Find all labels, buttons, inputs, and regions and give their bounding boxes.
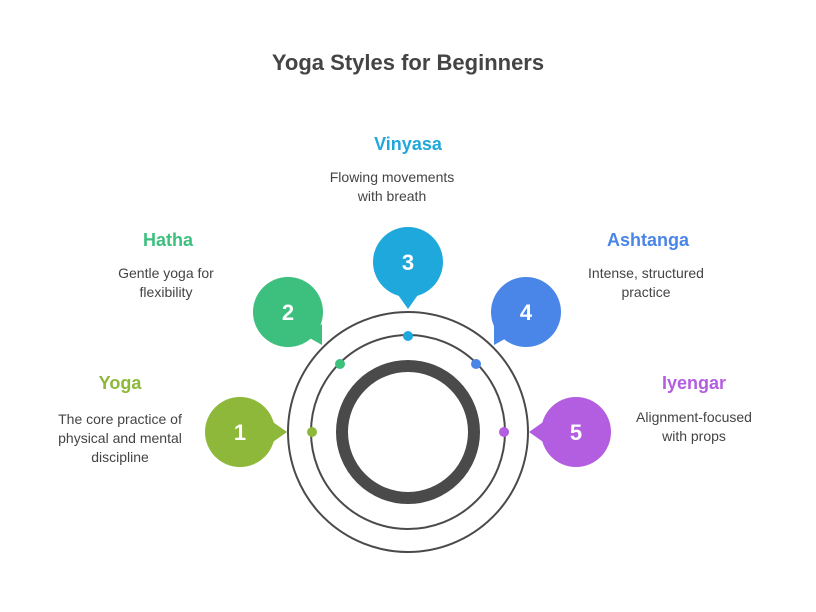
dot-5 bbox=[499, 427, 509, 437]
step-5-description-line: with props bbox=[662, 428, 726, 444]
step-2-description-line: Gentle yoga for bbox=[118, 265, 214, 281]
dot-2 bbox=[335, 359, 345, 369]
step-3-bubble: 3 bbox=[373, 227, 443, 309]
step-5-description: Alignment-focused with props bbox=[594, 408, 794, 446]
step-4-description-line: Intense, structured bbox=[588, 265, 704, 281]
dot-1 bbox=[307, 427, 317, 437]
step-2-description-line: flexibility bbox=[139, 284, 193, 300]
step-1-label: Yoga bbox=[98, 373, 142, 393]
step-5-label: Iyengar bbox=[661, 373, 727, 393]
step-5-description-line: Alignment-focused bbox=[636, 409, 752, 425]
step-2-label: Hatha bbox=[142, 230, 193, 250]
dot-3 bbox=[403, 331, 413, 341]
step-3-label: Vinyasa bbox=[374, 134, 442, 154]
step-1-bubble: 1 bbox=[205, 397, 287, 467]
dot-4 bbox=[471, 359, 481, 369]
step-1-description-line: discipline bbox=[91, 449, 149, 465]
step-3-description: Flowing movements with breath bbox=[292, 168, 492, 206]
step-1-description-line: physical and mental bbox=[58, 430, 182, 446]
step-5-bubble: 5 bbox=[529, 397, 611, 467]
step-3-number: 3 bbox=[402, 250, 414, 275]
outer-ring bbox=[287, 311, 529, 553]
step-1-description-line: The core practice of bbox=[58, 411, 182, 427]
step-3-description-line: with breath bbox=[357, 188, 427, 204]
step-4-description: Intense, structured practice bbox=[546, 264, 746, 302]
step-1-number: 1 bbox=[234, 420, 246, 445]
center-thick-ring bbox=[336, 360, 480, 504]
step-4-description-line: practice bbox=[621, 284, 671, 300]
step-2-description: Gentle yoga for flexibility bbox=[66, 264, 266, 302]
step-4-bubble: 4 bbox=[491, 277, 561, 347]
step-4-number: 4 bbox=[520, 300, 533, 325]
step-4-label: Ashtanga bbox=[606, 230, 689, 250]
step-2-number: 2 bbox=[282, 300, 294, 325]
step-2-bubble: 2 bbox=[253, 277, 323, 347]
step-1-description: The core practice of physical and mental… bbox=[20, 410, 220, 467]
step-3-description-line: Flowing movements bbox=[329, 169, 455, 185]
step-5-number: 5 bbox=[570, 420, 582, 445]
diagram-title: Yoga Styles for Beginners bbox=[271, 50, 545, 75]
